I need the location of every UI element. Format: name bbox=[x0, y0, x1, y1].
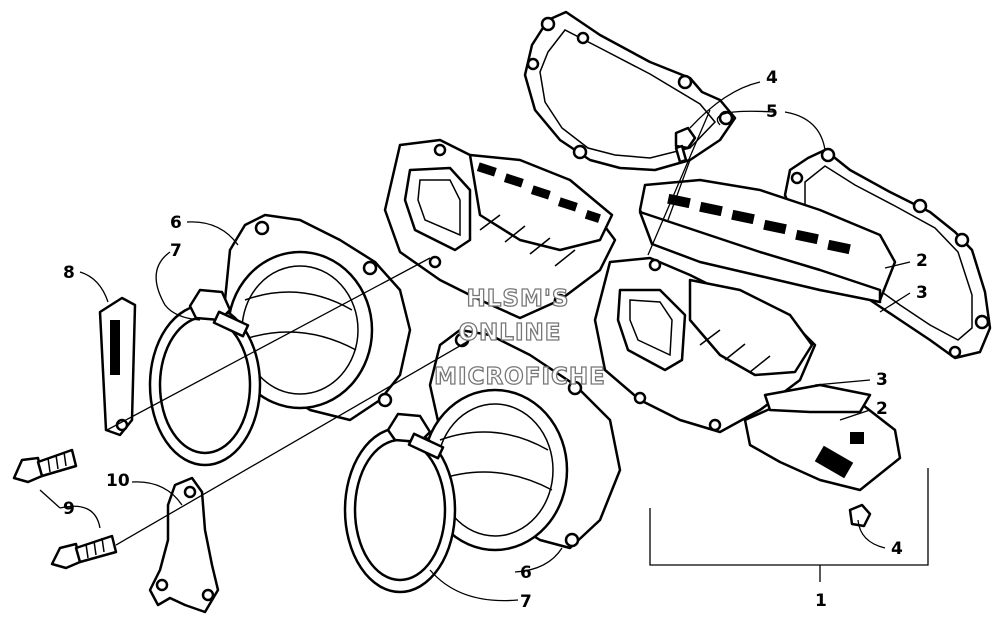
watermark-line-3: MICROFICHE bbox=[434, 364, 606, 390]
watermark-line-1: HLSM'S bbox=[467, 286, 570, 312]
reed-cage-lower bbox=[593, 256, 817, 434]
screw-lower bbox=[848, 503, 872, 528]
callout-2-upper: 2 bbox=[916, 251, 928, 271]
callout-7-upper: 7 bbox=[170, 241, 182, 261]
callout-2-lower: 2 bbox=[876, 399, 888, 419]
callout-10: 10 bbox=[106, 471, 130, 491]
intake-boot-upper bbox=[226, 250, 374, 410]
callout-5: 5 bbox=[766, 102, 778, 122]
watermark: HLSM'S ONLINE MICROFICHE bbox=[433, 285, 606, 390]
callout-4-upper: 4 bbox=[766, 68, 778, 88]
callout-8: 8 bbox=[63, 263, 75, 283]
bolt-upper bbox=[12, 448, 78, 484]
callout-7-lower: 7 bbox=[520, 592, 532, 612]
callout-6-lower: 6 bbox=[520, 563, 532, 583]
callout-4-lower: 4 bbox=[891, 539, 903, 559]
callout-6-upper: 6 bbox=[170, 213, 182, 233]
callout-1: 1 bbox=[815, 591, 827, 611]
reed-plate-upper bbox=[638, 178, 897, 304]
hose-clamp-lower bbox=[343, 412, 457, 594]
callout-3-lower: 3 bbox=[876, 370, 888, 390]
reed-plate-lower bbox=[743, 383, 902, 492]
reed-cage-upper bbox=[383, 138, 617, 320]
leader-lines bbox=[39, 81, 929, 602]
bolt-lower bbox=[50, 534, 118, 570]
callout-labels: 4 5 2 3 3 2 4 1 6 7 8 9 10 6 7 bbox=[63, 68, 928, 612]
spring-clip bbox=[98, 296, 137, 437]
alignment-lines bbox=[106, 109, 711, 546]
mounting-bracket bbox=[148, 476, 220, 614]
screw-upper bbox=[674, 126, 697, 164]
gasket-upper bbox=[523, 10, 737, 172]
callout-3-upper: 3 bbox=[916, 283, 928, 303]
hose-clamp-upper bbox=[148, 288, 262, 467]
watermark-line-2: ONLINE bbox=[459, 320, 562, 346]
callout-9: 9 bbox=[63, 499, 75, 519]
